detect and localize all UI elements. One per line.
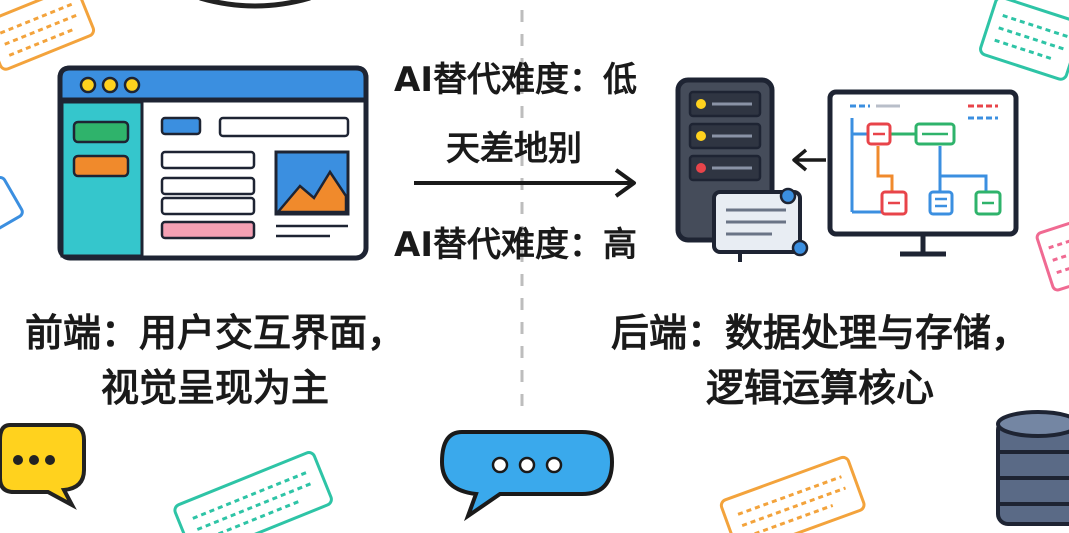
frontend-caption: 前端：用户交互界面， 视觉呈现为主 [0,306,430,416]
ai-difficulty-high-label: AI替代难度：高 [394,225,637,265]
backend-caption: 后端：数据处理与存储， 逻辑运算核心 [596,306,1044,416]
backend-server-illustration [675,77,809,262]
database-icon [996,410,1069,526]
chat-bubble-blue-icon [439,430,615,522]
backend-caption-line1: 后端：数据处理与存储， [610,311,1029,355]
arrow-label: 天差地别 [446,129,582,169]
decor-arc [199,0,311,9]
flowchart-monitor-illustration [827,89,1019,257]
frontend-caption-line1: 前端：用户交互界面， [24,311,405,355]
decor-tag-pink-right [1035,215,1069,292]
frontend-caption-line2: 视觉呈现为主 [100,366,329,411]
decor-tag-orange-bottomright [719,455,866,533]
decor-tag-orange-topleft [0,0,96,71]
arrow-left-icon [792,148,826,172]
decor-tag-blue-left [0,176,24,236]
arrow-right-icon [414,168,636,198]
decor-tag-teal-topright [979,0,1069,81]
ai-difficulty-low-label: AI替代难度：低 [394,60,637,100]
frontend-browser-illustration [57,65,369,261]
chat-bubble-yellow-icon [0,423,86,510]
decor-tag-green-bottomleft [173,451,333,533]
backend-caption-line2: 逻辑运算核心 [705,366,934,411]
